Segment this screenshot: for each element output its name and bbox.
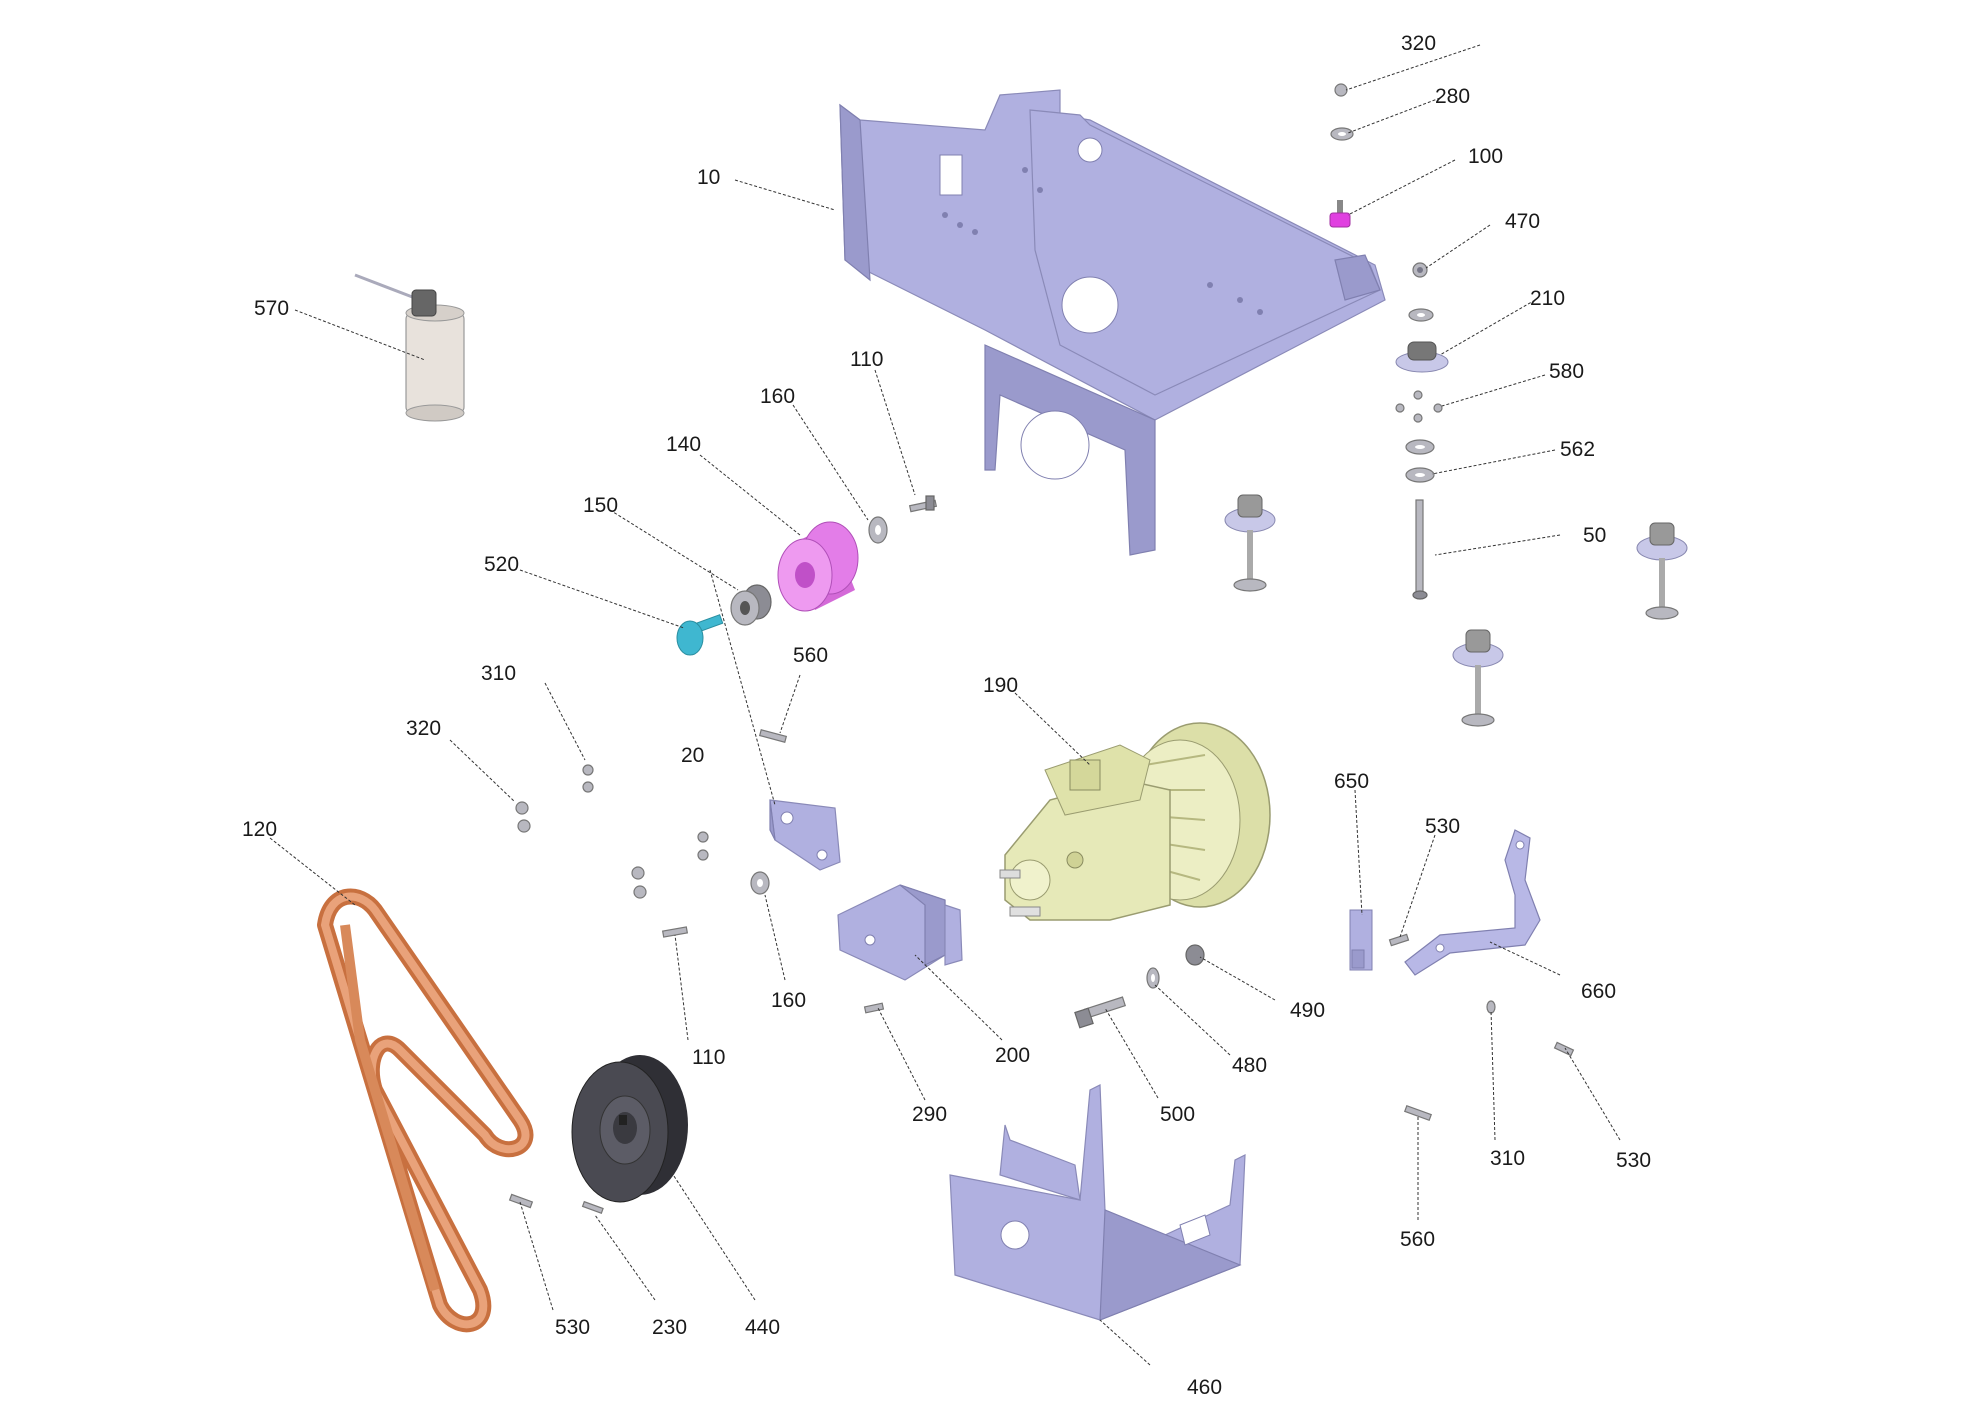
callout-50: 50 (1583, 524, 1606, 547)
washer-icon (1146, 967, 1160, 989)
nut-icon (515, 801, 531, 833)
callout-150: 150 (583, 494, 618, 517)
callout-10: 10 (697, 166, 720, 189)
grommet-icon (1329, 200, 1351, 228)
vibration-mount-icon (1224, 494, 1276, 592)
callout-530: 530 (1425, 815, 1460, 838)
callout-530: 530 (555, 1316, 590, 1339)
leader-lines (269, 44, 1621, 1366)
callout-520: 520 (484, 553, 519, 576)
callout-140: 140 (666, 433, 701, 456)
callout-210: 210 (1530, 287, 1565, 310)
callout-560: 560 (1400, 1228, 1435, 1251)
washer-icon (1408, 308, 1434, 322)
callout-190: 190 (983, 674, 1018, 697)
bolt-icon (661, 926, 689, 938)
bolt-icon (1388, 933, 1410, 947)
callout-labels: 10 20 50 100 110 110 120 140 150 160 160… (242, 32, 1651, 1399)
callout-310: 310 (481, 662, 516, 685)
bolt-icon (676, 614, 724, 656)
washer-icon (1405, 467, 1435, 483)
callout-320: 320 (406, 717, 441, 740)
bracket-icon (837, 884, 963, 981)
washer-icon (582, 764, 594, 793)
callout-650: 650 (1334, 770, 1369, 793)
spray-can-icon (354, 273, 465, 422)
callout-320: 320 (1401, 32, 1436, 55)
callout-290: 290 (912, 1103, 947, 1126)
vibration-mount-icon (1452, 629, 1504, 727)
bolt-icon (758, 729, 788, 743)
bearing-icon (730, 584, 772, 626)
nut-icon (631, 866, 647, 899)
callout-310: 310 (1490, 1147, 1525, 1170)
guard-icon (949, 1084, 1246, 1321)
pulley-icon (777, 521, 859, 612)
bolt-icon (1412, 499, 1428, 600)
callout-470: 470 (1505, 210, 1540, 233)
nut-icon (1334, 83, 1348, 97)
callout-560: 560 (793, 644, 828, 667)
vibration-mount-icon (1636, 522, 1688, 620)
bolt-icon (1074, 996, 1127, 1029)
bolt-icon (1403, 1104, 1433, 1122)
bracket-icon (1404, 829, 1541, 976)
washer-icon (750, 871, 770, 895)
callout-440: 440 (745, 1316, 780, 1339)
callout-200: 200 (995, 1044, 1030, 1067)
callout-230: 230 (652, 1316, 687, 1339)
pulley-icon (571, 1055, 688, 1203)
bracket-icon (769, 799, 841, 871)
washer-icon (1486, 1000, 1496, 1014)
callout-562: 562 (1560, 438, 1595, 461)
vibration-mount-icon (1395, 341, 1449, 373)
bolt-icon (508, 1193, 534, 1209)
bolt-icon (908, 495, 938, 513)
callout-490: 490 (1290, 999, 1325, 1022)
bolt-icon (863, 1002, 885, 1014)
bracket-icon (1349, 909, 1373, 971)
callout-500: 500 (1160, 1103, 1195, 1126)
chassis-frame-icon (839, 89, 1386, 556)
nut-icon (1185, 944, 1205, 966)
callout-660: 660 (1581, 980, 1616, 1003)
callout-110: 110 (850, 348, 883, 371)
callout-20: 20 (681, 744, 704, 767)
washer-icon (868, 516, 888, 544)
bolt-icon (1395, 390, 1443, 423)
belt-icon (317, 888, 534, 1333)
callout-460: 460 (1187, 1376, 1222, 1399)
callout-280: 280 (1435, 85, 1470, 108)
key-icon (581, 1200, 604, 1215)
bolt-icon (1553, 1041, 1575, 1057)
callout-570: 570 (254, 297, 289, 320)
callout-120: 120 (242, 818, 277, 841)
callout-100: 100 (1468, 145, 1503, 168)
callout-580: 580 (1549, 360, 1584, 383)
callout-480: 480 (1232, 1054, 1267, 1077)
callout-160: 160 (771, 989, 806, 1012)
callout-110: 110 (692, 1046, 725, 1069)
callout-530: 530 (1616, 1149, 1651, 1172)
washer-icon (697, 831, 709, 861)
pump-icon (999, 722, 1271, 921)
callout-160: 160 (760, 385, 795, 408)
nut-icon (1412, 262, 1428, 278)
washer-icon (1330, 127, 1354, 141)
washer-icon (1405, 439, 1435, 455)
